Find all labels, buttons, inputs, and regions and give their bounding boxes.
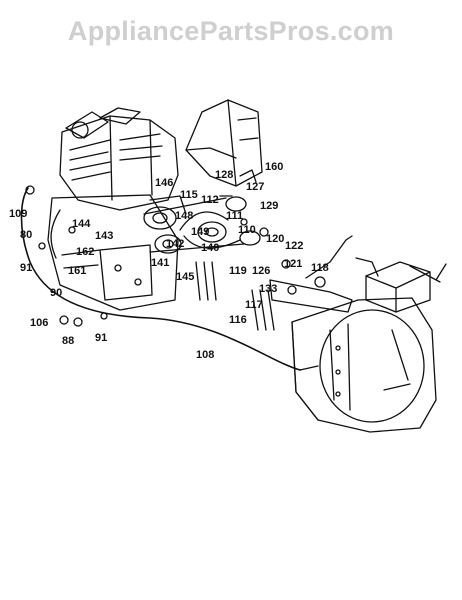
part-label: 111 (226, 210, 244, 222)
part-label: 88 (62, 335, 75, 347)
frame-plate-drawing (47, 194, 179, 311)
part-label: 148 (175, 210, 194, 222)
belts-drawing (179, 211, 275, 331)
part-label: 116 (229, 314, 247, 326)
part-label: 122 (285, 240, 304, 252)
part-label: 133 (259, 283, 278, 295)
part-label: 149 (191, 226, 210, 238)
part-label: 144 (72, 218, 91, 230)
part-label: 121 (284, 258, 303, 270)
part-label: 91 (20, 262, 33, 274)
part-label: 145 (176, 271, 195, 283)
part-label: 110 (238, 224, 256, 236)
part-label: 128 (215, 169, 234, 181)
watermark: AppliancePartsPros.com (67, 16, 395, 46)
part-label: 112 (201, 194, 219, 206)
part-label: 115 (180, 189, 198, 201)
part-label: 117 (245, 299, 263, 311)
control-cable-drawing (20, 185, 319, 371)
engine-drawing (59, 107, 187, 215)
chute-drawing (365, 261, 447, 313)
part-label: 109 (9, 208, 28, 220)
part-label: 90 (50, 287, 63, 299)
part-label: 127 (246, 181, 265, 193)
part-label: 142 (166, 238, 185, 250)
part-label: 119 (229, 265, 247, 277)
part-label: 161 (68, 265, 87, 277)
part-label: 108 (196, 349, 215, 361)
part-label: 162 (76, 246, 95, 258)
part-label: 120 (266, 233, 285, 245)
part-label: 140 (201, 242, 220, 254)
part-label: 146 (155, 177, 174, 189)
part-label: 91 (95, 332, 108, 344)
part-label: 126 (252, 265, 271, 277)
part-label: 141 (151, 257, 170, 269)
hardware-drawing (38, 169, 291, 327)
part-label: 160 (265, 161, 284, 173)
part-label: 118 (311, 262, 329, 274)
auger-housing-drawing (291, 297, 437, 433)
part-label: 80 (20, 229, 33, 241)
part-label: 106 (30, 317, 49, 329)
part-label: 143 (95, 230, 114, 242)
belt-guard-drawing (185, 99, 263, 187)
part-label: 129 (260, 200, 279, 212)
linkage-drawing (269, 235, 379, 313)
